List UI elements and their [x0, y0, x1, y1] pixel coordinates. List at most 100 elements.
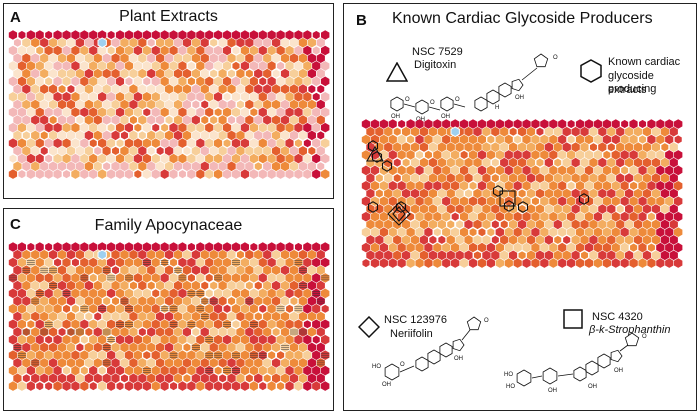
membership-hatch	[40, 329, 49, 335]
som-node	[147, 84, 156, 94]
som-node	[89, 257, 98, 268]
som-node	[13, 161, 22, 172]
som-node	[522, 134, 531, 145]
som-node	[231, 169, 241, 179]
atom-label: OH	[382, 382, 391, 388]
som-node	[253, 160, 264, 172]
som-node	[151, 92, 160, 102]
som-node	[276, 334, 285, 345]
som-node	[209, 311, 218, 322]
known-extracts-line2: glycoside producing	[608, 70, 657, 95]
atom-label: OH	[515, 95, 524, 101]
som-node	[312, 169, 321, 179]
membership-hatch	[160, 306, 169, 312]
som-node	[361, 150, 371, 160]
atom-label: O	[553, 55, 558, 61]
som-node	[57, 130, 67, 141]
som-node	[115, 92, 125, 102]
som-node	[602, 181, 611, 191]
som-node	[669, 219, 678, 230]
som-node	[84, 68, 93, 79]
som-node	[651, 157, 661, 168]
som-node	[231, 92, 241, 102]
som-node	[62, 61, 71, 71]
membership-hatch	[249, 352, 258, 358]
som-node	[196, 319, 205, 329]
som-node	[428, 204, 438, 214]
som-node	[665, 211, 674, 222]
som-node	[17, 381, 27, 391]
membership-hatch	[22, 329, 31, 335]
som-node	[293, 137, 304, 149]
som-node	[222, 288, 232, 299]
som-node	[249, 45, 258, 56]
som-node	[49, 68, 58, 79]
som-node	[196, 76, 205, 87]
som-node	[486, 211, 495, 222]
som-node	[199, 114, 210, 126]
som-node	[133, 304, 142, 314]
som-node	[508, 126, 518, 138]
som-node	[410, 219, 420, 230]
som-node	[129, 311, 138, 322]
som-node	[240, 334, 250, 345]
som-node	[460, 196, 469, 206]
som-node	[384, 219, 393, 230]
som-node	[285, 30, 294, 40]
som-node	[53, 169, 62, 179]
som-node	[13, 296, 22, 306]
som-node	[66, 358, 76, 368]
som-node	[26, 45, 35, 56]
som-node	[156, 373, 165, 384]
som-node	[178, 288, 187, 299]
som-node	[26, 138, 35, 148]
som-node	[451, 134, 460, 145]
som-node	[80, 138, 89, 148]
som-node	[17, 257, 27, 268]
som-node	[141, 75, 152, 87]
som-node	[526, 188, 536, 199]
som-node	[589, 126, 598, 137]
som-node	[633, 126, 643, 137]
som-node	[628, 180, 639, 192]
som-node	[642, 250, 652, 261]
som-node	[289, 37, 299, 48]
som-node	[236, 265, 245, 275]
som-node	[120, 161, 129, 172]
som-node	[414, 149, 425, 161]
som-node	[575, 119, 585, 129]
som-node	[384, 157, 393, 168]
som-node	[504, 165, 513, 176]
membership-hatch	[13, 345, 22, 350]
som-node	[674, 211, 683, 222]
som-node	[651, 173, 661, 183]
som-node	[8, 257, 18, 268]
som-node	[638, 165, 647, 176]
som-node	[26, 365, 35, 376]
som-node	[231, 76, 241, 87]
som-node	[375, 219, 384, 230]
known-extract-marker	[367, 201, 379, 213]
panel-a-label: A	[10, 9, 21, 26]
bond-line	[428, 106, 441, 111]
som-node	[35, 107, 44, 117]
som-node	[410, 157, 420, 168]
som-node	[218, 358, 227, 368]
som-node	[651, 188, 661, 199]
som-node	[388, 196, 397, 206]
som-node	[473, 126, 482, 137]
som-node	[107, 242, 116, 252]
som-node	[263, 342, 272, 353]
som-node	[44, 61, 53, 71]
som-node	[111, 373, 120, 384]
som-node	[598, 126, 607, 137]
som-node	[660, 173, 669, 183]
som-node	[272, 311, 281, 322]
som-node	[544, 126, 553, 137]
som-node	[182, 372, 192, 384]
som-node	[111, 53, 120, 63]
som-node	[571, 235, 580, 245]
som-node	[115, 257, 125, 268]
som-node	[482, 204, 491, 214]
som-node	[120, 358, 129, 368]
